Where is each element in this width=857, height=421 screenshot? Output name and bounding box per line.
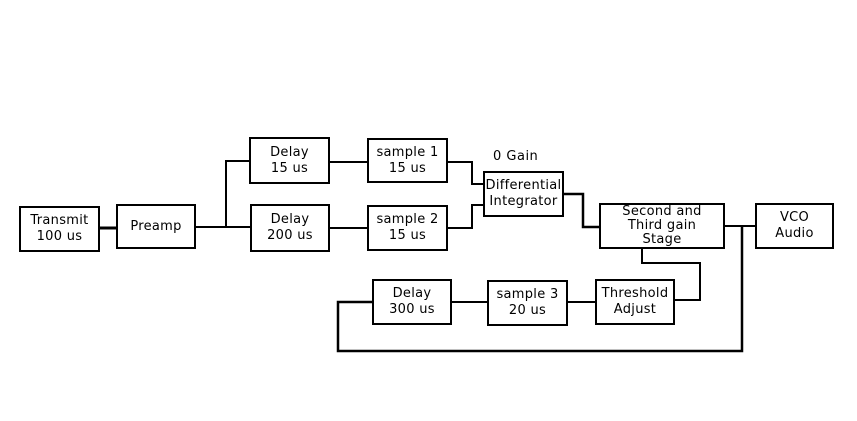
vco-block: VCO Audio — [755, 203, 834, 249]
sample1-duration: 15 us — [388, 160, 427, 176]
threshold-label-line1: Threshold — [601, 286, 669, 301]
transmit-block: Transmit 100 us — [19, 206, 100, 252]
delay1-label: Delay — [270, 144, 309, 160]
sample2-duration: 15 us — [388, 228, 427, 243]
threshold-label-line2: Adjust — [613, 302, 657, 317]
delay1-duration: 15 us — [270, 160, 309, 176]
delay3-duration: 300 us — [389, 302, 435, 317]
preamp-label: Preamp — [130, 218, 182, 234]
gain-stage-block: Second and Third gain Stage — [599, 203, 725, 249]
vco-label-line2: Audio — [775, 226, 814, 241]
sample3-block: sample 3 20 us — [487, 280, 568, 326]
sample1-label: sample 1 — [376, 144, 439, 160]
sample3-duration: 20 us — [508, 303, 547, 318]
vco-label-line1: VCO — [779, 210, 810, 225]
connector-gainstage-threshold — [641, 249, 701, 301]
connector-sample2-integrator — [448, 204, 483, 229]
integrator-label-line2: Integrator — [489, 194, 558, 209]
sample2-label: sample 2 — [376, 212, 439, 227]
gain-stage-line1: Second and — [622, 204, 702, 219]
sample3-label: sample 3 — [496, 287, 559, 302]
connector-vco-loop — [336, 226, 744, 353]
delay2-duration: 200 us — [267, 228, 313, 243]
zero-gain-annotation: 0 Gain — [493, 149, 539, 164]
gain-stage-line3: Stage — [642, 232, 682, 247]
gain-stage-line2: Third gain — [627, 218, 697, 233]
transmit-label: Transmit — [30, 213, 89, 228]
delay2-label: Delay — [270, 212, 310, 227]
sample2-block: sample 2 15 us — [367, 205, 448, 251]
delay3-block: Delay 300 us — [372, 279, 452, 325]
delay1-block: Delay 15 us — [249, 137, 330, 184]
transmit-duration: 100 us — [36, 229, 83, 244]
connector-split-delay1 — [225, 160, 250, 227]
integrator-block: Differential Integrator — [483, 171, 564, 217]
connector-integrator-gainstage — [564, 192, 599, 229]
delay2-block: Delay 200 us — [250, 204, 330, 252]
threshold-block: Threshold Adjust — [595, 279, 675, 325]
connector-sample1-integrator — [448, 161, 483, 185]
delay3-label: Delay — [392, 286, 432, 301]
preamp-block: Preamp — [116, 204, 196, 249]
integrator-label-line1: Differential — [485, 178, 562, 193]
sample1-block: sample 1 15 us — [367, 138, 448, 183]
